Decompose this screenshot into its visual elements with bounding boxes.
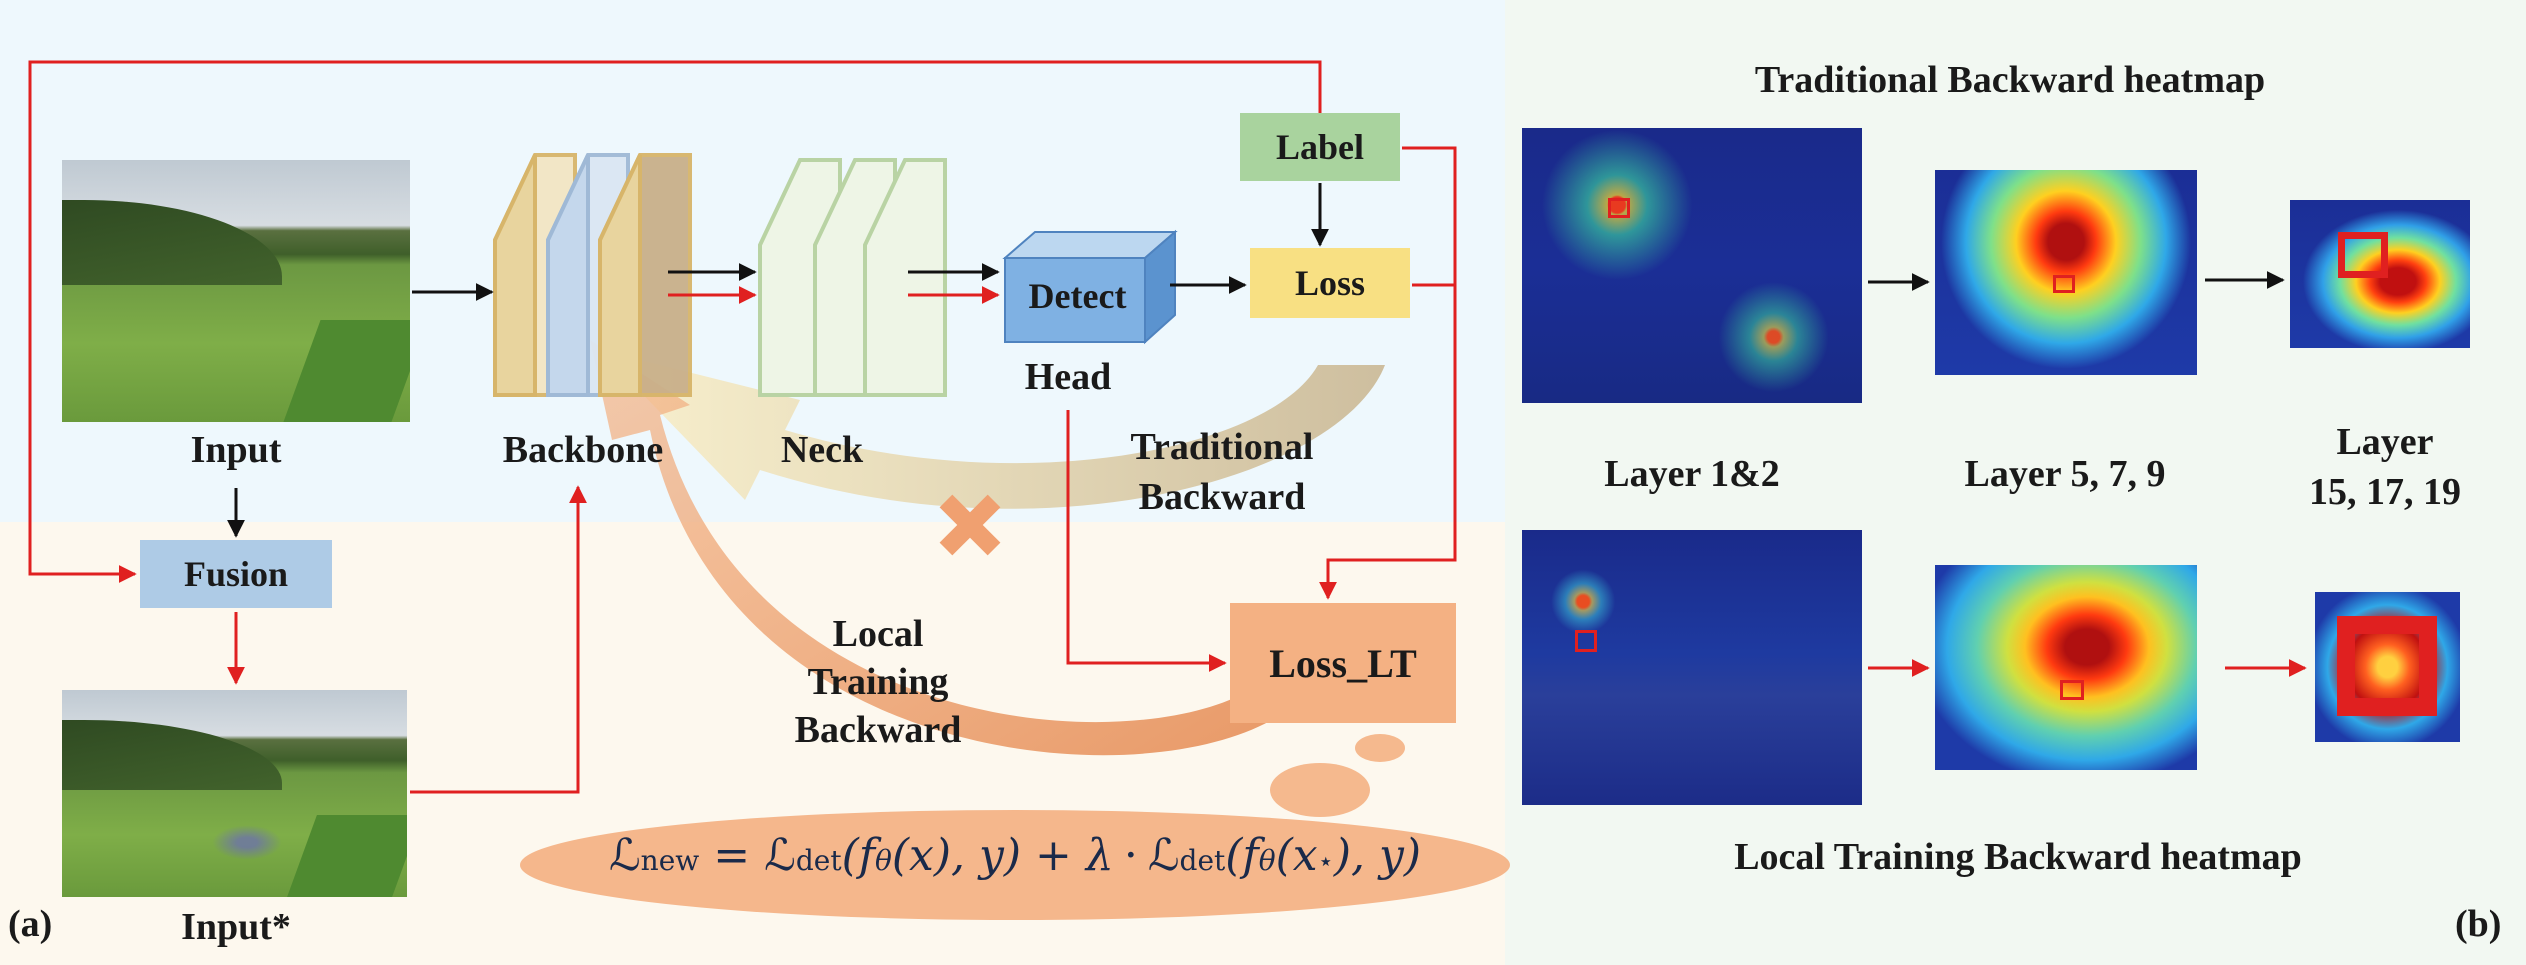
head-label: Head [1024, 356, 1112, 398]
arrow-head-to-loss-lt [1066, 410, 1227, 672]
neck-plates [758, 158, 947, 397]
local-training-backward-arrow [590, 340, 1280, 756]
arrow-label-to-fusion [28, 60, 1322, 583]
local-training-backward-line1: Local [832, 613, 924, 655]
backbone-plates [493, 153, 692, 397]
detect-text: Detect [1028, 276, 1127, 316]
formula-lambda: λ [1085, 830, 1114, 881]
formula-lhs: ℒ [608, 830, 641, 881]
local-training-backward-line3: Backward [794, 709, 962, 751]
loss-lt-text: Loss_LT [1269, 640, 1417, 686]
detect-box-3d [1002, 229, 1178, 345]
loss-lt-box: Loss_LT [1230, 603, 1456, 723]
heatmap-traditional-layer-15-17-19 [2290, 200, 2470, 348]
fusion-label: Fusion [183, 554, 289, 594]
layer-label-1-2: Layer 1&2 [1604, 453, 1780, 495]
cross-icon [939, 494, 1001, 556]
bubble-medium [1355, 734, 1405, 762]
formula-eq: = [713, 830, 751, 881]
formula-ellipse [520, 810, 1510, 920]
arrow-input-star-to-backbone [410, 485, 587, 794]
formula-star: ⋆ [1317, 847, 1334, 877]
formula-term1-arg: (f [841, 830, 876, 881]
label-box: Label [1240, 113, 1400, 181]
heatmap-local-layer-1-2 [1522, 530, 1862, 805]
panel-a-tag: (a) [8, 903, 53, 945]
input-photo [62, 160, 410, 422]
formula-plus: + [1035, 830, 1072, 881]
formula-term2: ℒ [1147, 830, 1180, 881]
layer-label-15-17-19-line2: 15, 17, 19 [2309, 471, 2461, 513]
formula-term2-arg: (f [1225, 830, 1259, 881]
arrow-label-to-loss-lt [1319, 146, 1457, 600]
heatmap-traditional-layer-1-2 [1522, 128, 1862, 403]
formula-term1-sub: det [795, 844, 842, 877]
heatmap-local-layer-15-17-19 [2315, 592, 2460, 742]
heatmap-local-layer-5-7-9 [1935, 565, 2197, 770]
bottom-heatmap-title: Local Training Backward heatmap [1734, 836, 2302, 878]
formula-x1: (x), y) [891, 830, 1022, 881]
input-star-label: Input* [181, 906, 291, 948]
fusion-box: Fusion [140, 540, 332, 608]
neck-label: Neck [780, 429, 864, 471]
formula-theta-1: θ [875, 844, 892, 877]
label-text: Label [1275, 127, 1364, 167]
formula-theta-2: θ [1258, 844, 1276, 877]
formula-term2-sub: det [1179, 844, 1226, 877]
local-training-backward-line2: Training [807, 661, 949, 703]
formula-lhs-sub: new [640, 844, 700, 877]
heatmap-traditional-layer-5-7-9 [1935, 170, 2197, 375]
traditional-backward-line1: Traditional [1130, 426, 1314, 468]
input-label: Input [190, 429, 282, 471]
formula-dot: · [1123, 830, 1138, 881]
backbone-label: Backbone [502, 429, 664, 471]
loss-box: Loss [1250, 248, 1410, 318]
traditional-backward-arrow [600, 350, 1385, 509]
loss-text: Loss [1294, 263, 1366, 303]
formula-term1: ℒ [764, 830, 796, 881]
input-star-photo [62, 690, 407, 897]
bubble-large [1270, 763, 1370, 817]
top-heatmap-title: Traditional Backward heatmap [1754, 59, 2266, 101]
layer-label-5-7-9: Layer 5, 7, 9 [1964, 453, 2166, 495]
traditional-backward-line2: Backward [1138, 476, 1306, 518]
layer-label-15-17-19-line1: Layer [2336, 421, 2434, 463]
formula-end: ), y) [1333, 830, 1422, 881]
panel-b-tag: (b) [2455, 903, 2502, 945]
formula-x2: (x [1275, 830, 1318, 881]
